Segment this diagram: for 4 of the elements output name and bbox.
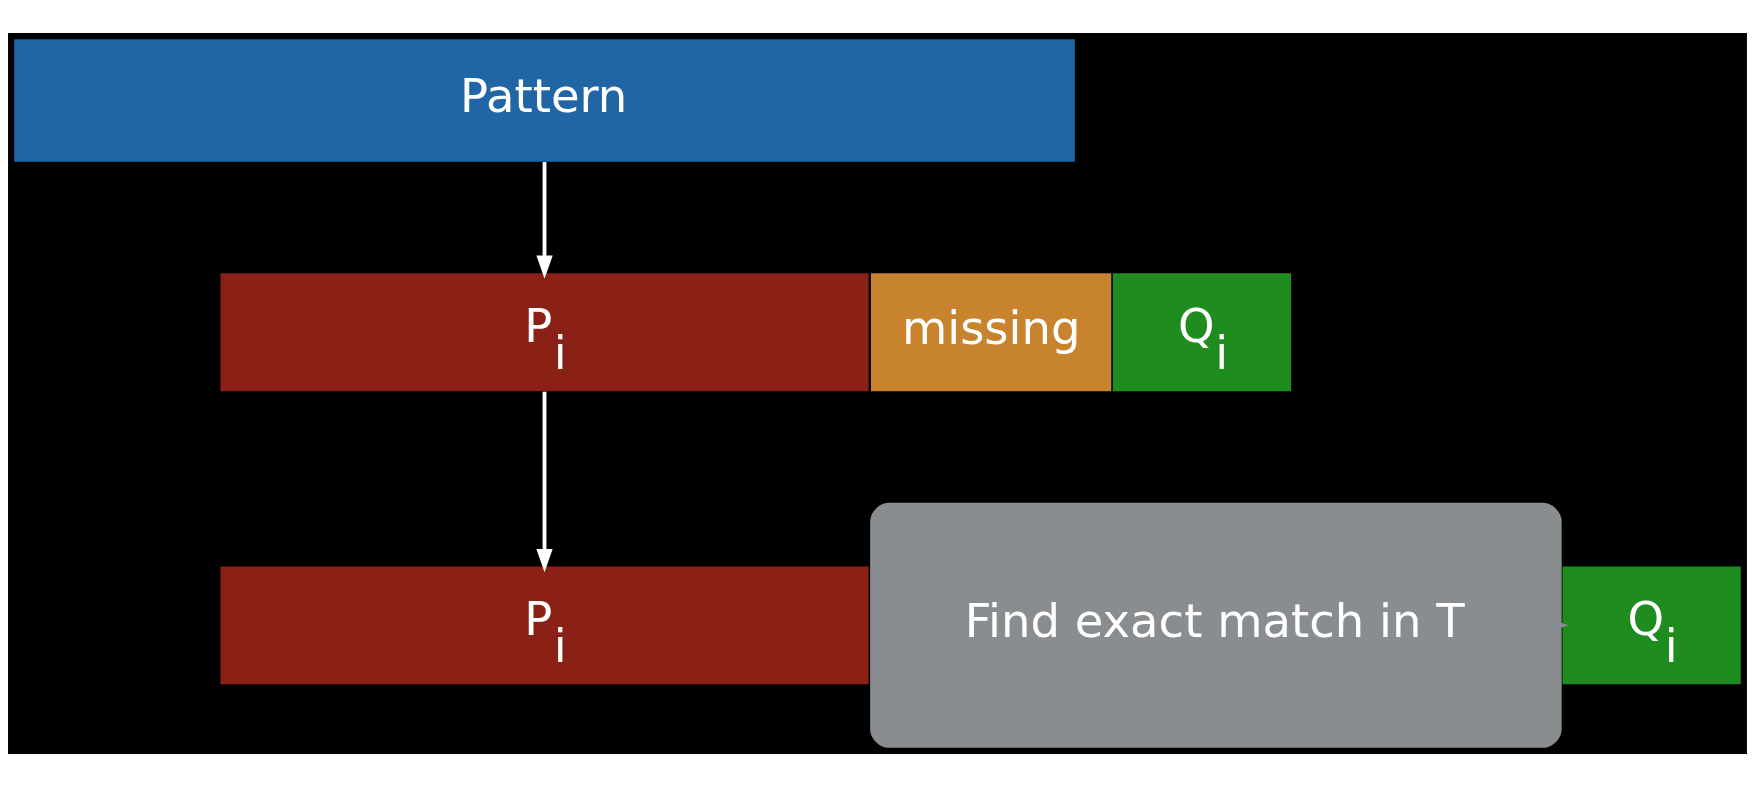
node-box: missing <box>870 272 1112 391</box>
node-box: Pattern <box>14 38 1075 162</box>
arrow <box>536 391 553 572</box>
arrow <box>536 161 553 279</box>
